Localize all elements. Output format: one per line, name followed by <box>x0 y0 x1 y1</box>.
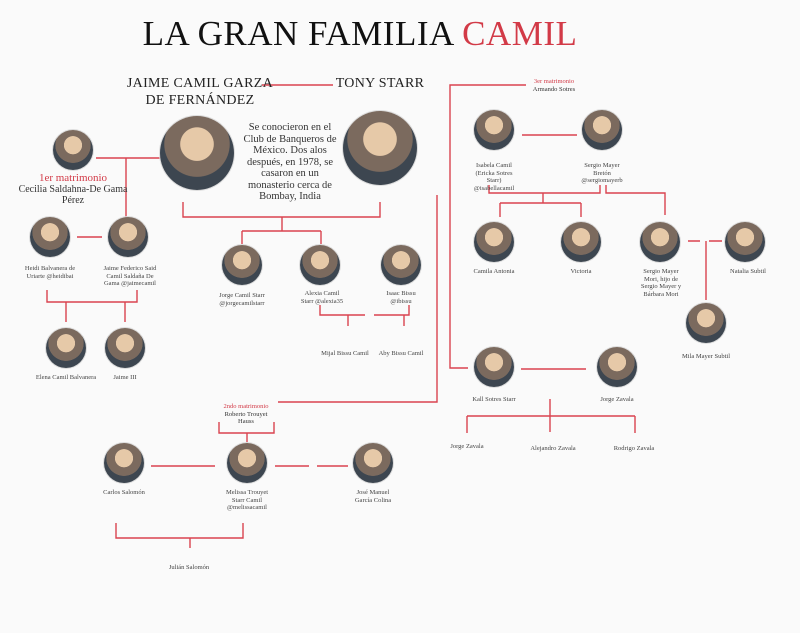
photo-melisa <box>227 443 267 483</box>
photo-camila <box>474 222 514 262</box>
connector-children-heidi <box>46 290 138 322</box>
connector-mori-natalia <box>688 240 722 300</box>
name-rodrigo: Rodrigo Zavala <box>613 445 655 452</box>
tony-starr-name: TONY STARR <box>335 76 425 91</box>
name-sergio-mori: Sergio Mayer Mori, hijo de Sergio Mayer … <box>640 268 682 298</box>
photo-tony-starr <box>343 111 417 185</box>
third-marriage: 3er matrimonio Armando Sotres <box>533 78 575 93</box>
name-jaime-iii: Jaime III <box>113 374 137 381</box>
photo-elena <box>46 328 86 368</box>
name-elena: Elena Camil Balvanera <box>35 374 97 381</box>
photo-jose-manuel <box>353 443 393 483</box>
name-jorge-zavala: Jorge Zavala <box>600 396 634 403</box>
connector-cecilia-jaime <box>96 157 162 228</box>
patriarch-name-line1: JAIME CAMIL GARZA <box>126 76 274 91</box>
photo-heidi <box>30 217 70 257</box>
third-marriage-name: Armando Sotres <box>532 85 576 93</box>
name-jorge-camil: Jorge Camil Starr @jorgecamilstarr <box>219 292 265 307</box>
photo-sergio-mori <box>640 222 680 262</box>
page-title: LA GRAN FAMILIA CAMIL <box>0 14 720 54</box>
name-isabela: Isabela Camil (Ericka Sotres Starr) @isa… <box>473 162 515 192</box>
second-marriage: 2ndo matrimonio Roberto Trouyet Hauss <box>221 403 271 426</box>
first-marriage-label: 1er matrimonio <box>38 172 108 184</box>
name-natalia: Natalia Subtil <box>730 268 766 275</box>
name-camila: Camila Antonia <box>473 268 515 275</box>
name-mijal: Mijal Bissu Camil <box>321 350 369 357</box>
photo-kall <box>474 347 514 387</box>
connector-isabela-children <box>488 185 601 217</box>
photo-isabela <box>474 110 514 150</box>
second-marriage-label: 2ndo matrimonio <box>223 403 269 410</box>
first-marriage-name: Cecilia Saldahna-De Gama Pérez <box>18 184 128 206</box>
name-jaime-federico: Jaime Federico Said Camil Saldaña De Gam… <box>103 265 157 287</box>
first-marriage: 1er matrimonio Cecilia Saldahna-De Gama … <box>18 172 128 206</box>
connector-third-marriage <box>449 84 526 369</box>
photo-jaime-iii <box>105 328 145 368</box>
photo-jorge-camil <box>222 245 262 285</box>
name-alexia: Alexia Camil Starr @alexia35 <box>300 290 344 305</box>
connector-sergio-mori <box>605 185 666 215</box>
photo-sergio-mayer <box>582 110 622 150</box>
connector-carlos-melisa-child <box>115 523 244 548</box>
jaime-camil-garza-name: JAIME CAMIL GARZA DE FERNÁNDEZ <box>127 75 273 109</box>
name-victoria: Victoria <box>570 268 592 275</box>
photo-jaime-federico <box>108 217 148 257</box>
name-kall: Kall Sotres Starr <box>472 396 516 403</box>
name-carlos: Carlos Salomón <box>103 489 145 496</box>
photo-carlos <box>104 443 144 483</box>
name-julian: Julián Salomón <box>168 564 210 571</box>
name-isaac: Isaac Bissu @ibissu <box>386 290 416 305</box>
photo-natalia <box>725 222 765 262</box>
photo-mila <box>686 303 726 343</box>
name-jose-manuel: José Manuel García Colina <box>354 489 392 504</box>
name-aby: Aby Bissu Camil <box>378 350 424 357</box>
name-heidi: Heidi Balvanera de Uriarte @heidibai <box>24 265 76 280</box>
second-marriage-name: Roberto Trouyet Hauss <box>224 410 268 426</box>
name-alejandro: Alejandro Zavala <box>530 445 576 452</box>
connector-alexia-isaac-children <box>319 305 410 326</box>
connector-kall-children <box>466 399 636 433</box>
title-main: LA GRAN FAMILIA <box>142 14 463 53</box>
story-text: Se conocieron en el Club de Banqueros de… <box>243 122 337 202</box>
photo-alexia <box>300 245 340 285</box>
third-marriage-label: 3er matrimonio <box>533 78 575 85</box>
name-melisa: Melissa Trouyet Starr Camil @melissacami… <box>225 489 269 511</box>
title-accent: CAMIL <box>462 14 578 53</box>
name-sergio-mayer: Sergio Mayer Bretón @sergiomayerb <box>581 162 623 184</box>
name-jorge-zavala-jr: Jorge Zavala <box>450 443 484 450</box>
photo-victoria <box>561 222 601 262</box>
photo-isaac <box>381 245 421 285</box>
photo-cecilia <box>53 130 93 170</box>
name-mila: Mila Mayer Subtil <box>681 353 731 360</box>
patriarch-name-line2: DE FERNÁNDEZ <box>145 93 255 108</box>
connector-jaime-tony-children <box>182 202 381 244</box>
photo-jaime-camil-garza <box>160 116 234 190</box>
photo-jorge-zavala <box>597 347 637 387</box>
